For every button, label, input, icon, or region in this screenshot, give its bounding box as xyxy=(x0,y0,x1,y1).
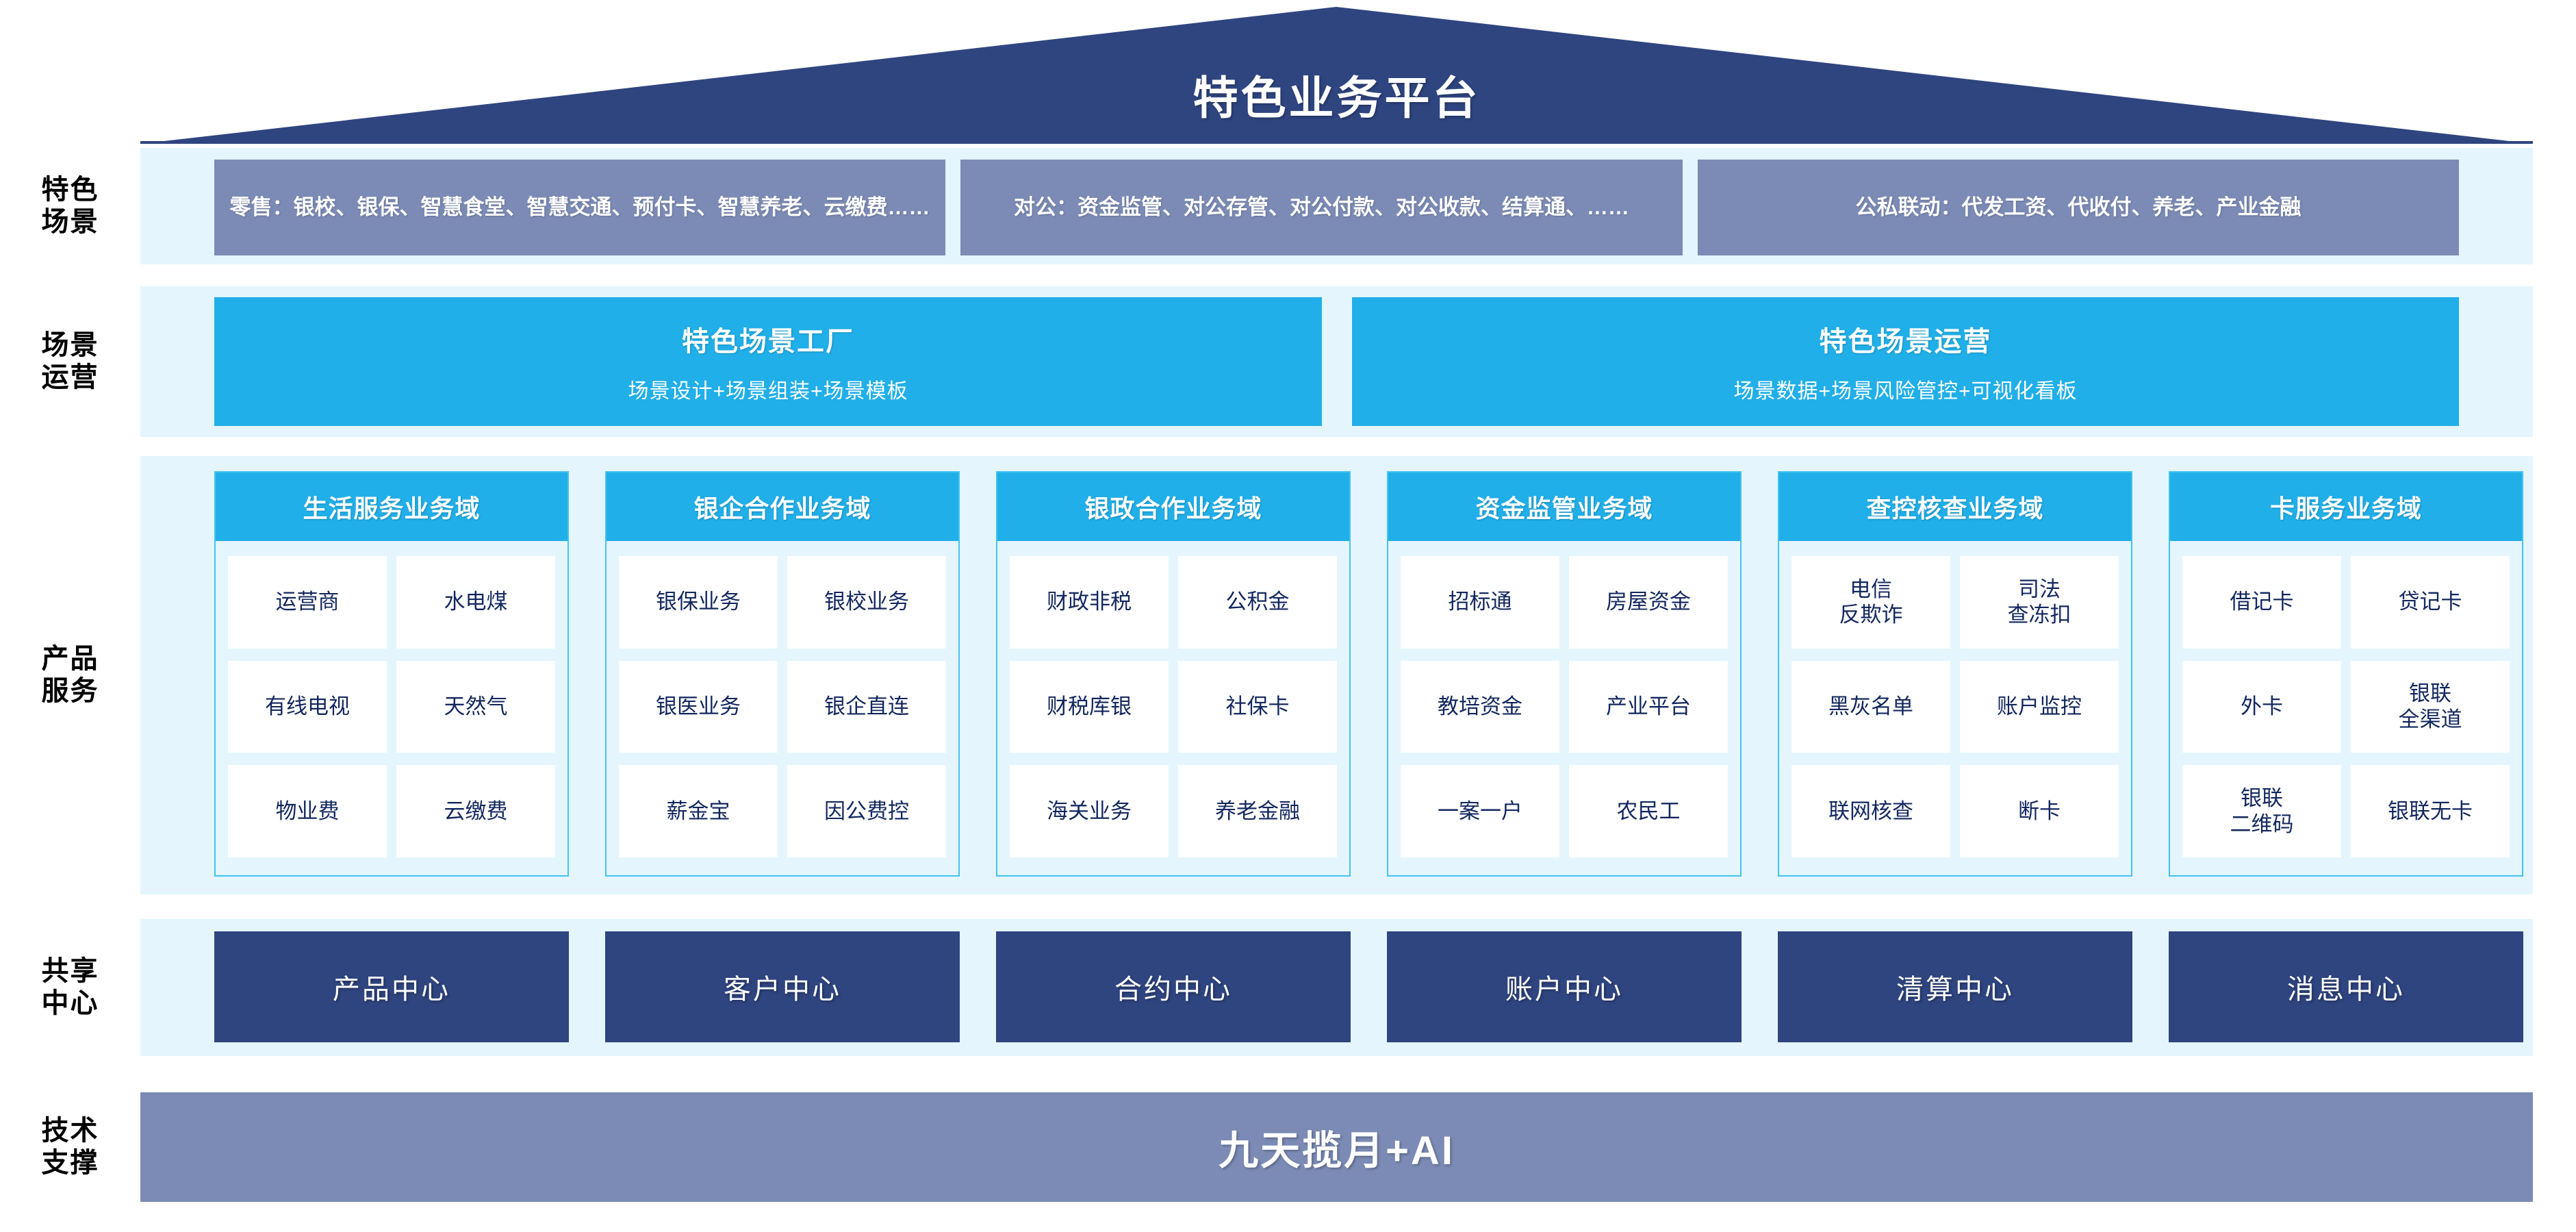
domain-card[interactable]: 卡服务业务域借记卡贷记卡外卡银联 全渠道银联 二维码银联无卡 xyxy=(2169,471,2523,877)
domain-title: 卡服务业务域 xyxy=(2170,473,2522,541)
domain-title: 资金监管业务域 xyxy=(1388,473,1740,541)
row-label-line: 场景 xyxy=(41,329,99,360)
domain-card[interactable]: 查控核查业务域电信 反欺诈司法 查冻扣黑灰名单账户监控联网核查断卡 xyxy=(1778,471,2132,877)
operation-title: 特色场景工厂 xyxy=(682,327,854,357)
domain-item[interactable]: 司法 查冻扣 xyxy=(1960,556,2119,649)
domain-card[interactable]: 银企合作业务域银保业务银校业务银医业务银企直连薪金宝因公费控 xyxy=(605,471,960,877)
domain-item[interactable]: 银联 全渠道 xyxy=(2351,660,2510,753)
row-label-line: 支撑 xyxy=(41,1148,99,1178)
domain-card[interactable]: 生活服务业务域运营商水电煤有线电视天然气物业费云缴费 xyxy=(214,471,569,877)
domain-item[interactable]: 银联无卡 xyxy=(2351,765,2510,857)
domain-title: 银企合作业务域 xyxy=(607,473,958,541)
operation-subtitle: 场景设计+场景组装+场景模板 xyxy=(628,380,908,403)
domain-item[interactable]: 银联 二维码 xyxy=(2182,765,2341,857)
domain-item[interactable]: 断卡 xyxy=(1960,765,2119,857)
domain-item[interactable]: 联网核查 xyxy=(1791,765,1950,857)
domain-item[interactable]: 外卡 xyxy=(2182,660,2341,753)
domain-item[interactable]: 云缴费 xyxy=(396,765,555,857)
domain-item[interactable]: 黑灰名单 xyxy=(1791,660,1950,753)
operation-title: 特色场景运营 xyxy=(1819,327,1992,357)
domain-card[interactable]: 资金监管业务域招标通房屋资金教培资金产业平台一案一户农民工 xyxy=(1387,471,1742,877)
domain-item[interactable]: 教培资金 xyxy=(1401,660,1559,753)
row-label-scenario: 特色 场景 xyxy=(0,148,140,264)
row-label-line: 产品 xyxy=(41,643,99,674)
row-label-line: 特色 xyxy=(41,174,99,205)
domain-item-grid: 电信 反欺诈司法 查冻扣黑灰名单账户监控联网核查断卡 xyxy=(1779,541,2131,875)
shared-center-box[interactable]: 清算中心 xyxy=(1778,931,2132,1042)
product-domain-row: 生活服务业务域运营商水电煤有线电视天然气物业费云缴费银企合作业务域银保业务银校业… xyxy=(140,456,2533,894)
domain-item-grid: 银保业务银校业务银医业务银企直连薪金宝因公费控 xyxy=(607,541,958,875)
domain-item[interactable]: 天然气 xyxy=(396,660,555,753)
domain-item-grid: 招标通房屋资金教培资金产业平台一案一户农民工 xyxy=(1388,541,1740,875)
domain-title: 查控核查业务域 xyxy=(1779,473,2131,541)
domain-item[interactable]: 产业平台 xyxy=(1569,660,1728,753)
tech-support-bar[interactable]: 九天揽月+AI xyxy=(140,1092,2533,1202)
domain-item[interactable]: 银医业务 xyxy=(619,660,778,753)
row-label-product-service: 产品 服务 xyxy=(0,456,140,894)
scenario-box-retail[interactable]: 零售：银校、银保、智慧食堂、智慧交通、预付卡、智慧养老、云缴费…… xyxy=(214,160,945,255)
tech-support-row: 九天揽月+AI xyxy=(140,1092,2533,1212)
operation-box-scene-operation[interactable]: 特色场景运营 场景数据+场景风险管控+可视化看板 xyxy=(1352,297,2459,426)
domain-item[interactable]: 银保业务 xyxy=(619,556,778,649)
operation-row: 特色场景工厂 场景设计+场景组装+场景模板 特色场景运营 场景数据+场景风险管控… xyxy=(140,286,2533,437)
scenario-box-corporate[interactable]: 对公：资金监管、对公存管、对公付款、对公收款、结算通、…… xyxy=(960,160,1683,255)
domain-item[interactable]: 电信 反欺诈 xyxy=(1791,556,1950,649)
domain-item[interactable]: 有线电视 xyxy=(228,660,387,753)
domain-item[interactable]: 薪金宝 xyxy=(619,765,778,857)
operation-subtitle: 场景数据+场景风险管控+可视化看板 xyxy=(1733,380,2078,403)
domain-item[interactable]: 养老金融 xyxy=(1178,765,1337,857)
row-label-line: 运营 xyxy=(41,362,99,392)
domain-item[interactable]: 借记卡 xyxy=(2182,556,2341,649)
domain-item-grid: 借记卡贷记卡外卡银联 全渠道银联 二维码银联无卡 xyxy=(2170,541,2522,875)
row-label-line: 共享 xyxy=(41,955,99,986)
shared-center-row: 产品中心客户中心合约中心账户中心清算中心消息中心 xyxy=(140,919,2533,1056)
domain-item[interactable]: 房屋资金 xyxy=(1569,556,1728,649)
domain-title: 生活服务业务域 xyxy=(216,473,568,541)
domain-item[interactable]: 海关业务 xyxy=(1010,765,1169,857)
row-label-column: 特色 场景 场景 运营 产品 服务 共享 中心 技术 支撑 xyxy=(0,140,140,1229)
shared-center-box[interactable]: 账户中心 xyxy=(1387,931,1742,1042)
domain-item[interactable]: 账户监控 xyxy=(1960,660,2119,753)
row-label-operation: 场景 运营 xyxy=(0,286,140,437)
scenario-box-public-private[interactable]: 公私联动：代发工资、代收付、养老、产业金融 xyxy=(1698,160,2459,255)
domain-item[interactable]: 运营商 xyxy=(228,556,387,649)
domain-item[interactable]: 财政非税 xyxy=(1010,556,1169,649)
page-title: 特色业务平台 xyxy=(1193,73,1481,123)
domain-item-grid: 运营商水电煤有线电视天然气物业费云缴费 xyxy=(216,541,568,875)
row-label-shared-center: 共享 中心 xyxy=(0,919,140,1056)
domain-item[interactable]: 社保卡 xyxy=(1178,660,1337,753)
domain-title: 银政合作业务域 xyxy=(997,473,1349,541)
domain-item-grid: 财政非税公积金财税库银社保卡海关业务养老金融 xyxy=(997,541,1349,875)
domain-item[interactable]: 招标通 xyxy=(1401,556,1559,649)
domain-item[interactable]: 一案一户 xyxy=(1401,765,1559,857)
domain-card[interactable]: 银政合作业务域财政非税公积金财税库银社保卡海关业务养老金融 xyxy=(996,471,1351,877)
row-label-line: 技术 xyxy=(41,1115,99,1146)
shared-center-box[interactable]: 消息中心 xyxy=(2169,931,2523,1042)
shared-center-box[interactable]: 合约中心 xyxy=(996,931,1351,1042)
domain-item[interactable]: 财税库银 xyxy=(1010,660,1169,753)
row-label-line: 场景 xyxy=(41,207,99,237)
row-label-tech-support: 技术 支撑 xyxy=(0,1092,140,1202)
domain-item[interactable]: 物业费 xyxy=(228,765,387,857)
row-label-line: 服务 xyxy=(41,676,99,706)
domain-item[interactable]: 贷记卡 xyxy=(2351,556,2510,649)
domain-item[interactable]: 银企直连 xyxy=(787,660,946,753)
domain-item[interactable]: 因公费控 xyxy=(787,765,946,857)
platform-roof: 特色业务平台 xyxy=(140,7,2533,144)
domain-item[interactable]: 水电煤 xyxy=(396,556,555,649)
domain-item[interactable]: 银校业务 xyxy=(787,556,946,649)
row-label-line: 中心 xyxy=(41,988,99,1018)
operation-box-scene-factory[interactable]: 特色场景工厂 场景设计+场景组装+场景模板 xyxy=(214,297,1322,426)
domain-item[interactable]: 公积金 xyxy=(1178,556,1337,649)
shared-center-box[interactable]: 客户中心 xyxy=(605,931,960,1042)
roof-shape-icon xyxy=(140,7,2533,144)
scenario-row: 零售：银校、银保、智慧食堂、智慧交通、预付卡、智慧养老、云缴费…… 对公：资金监… xyxy=(140,148,2533,264)
shared-center-box[interactable]: 产品中心 xyxy=(214,931,569,1042)
domain-item[interactable]: 农民工 xyxy=(1569,765,1728,857)
